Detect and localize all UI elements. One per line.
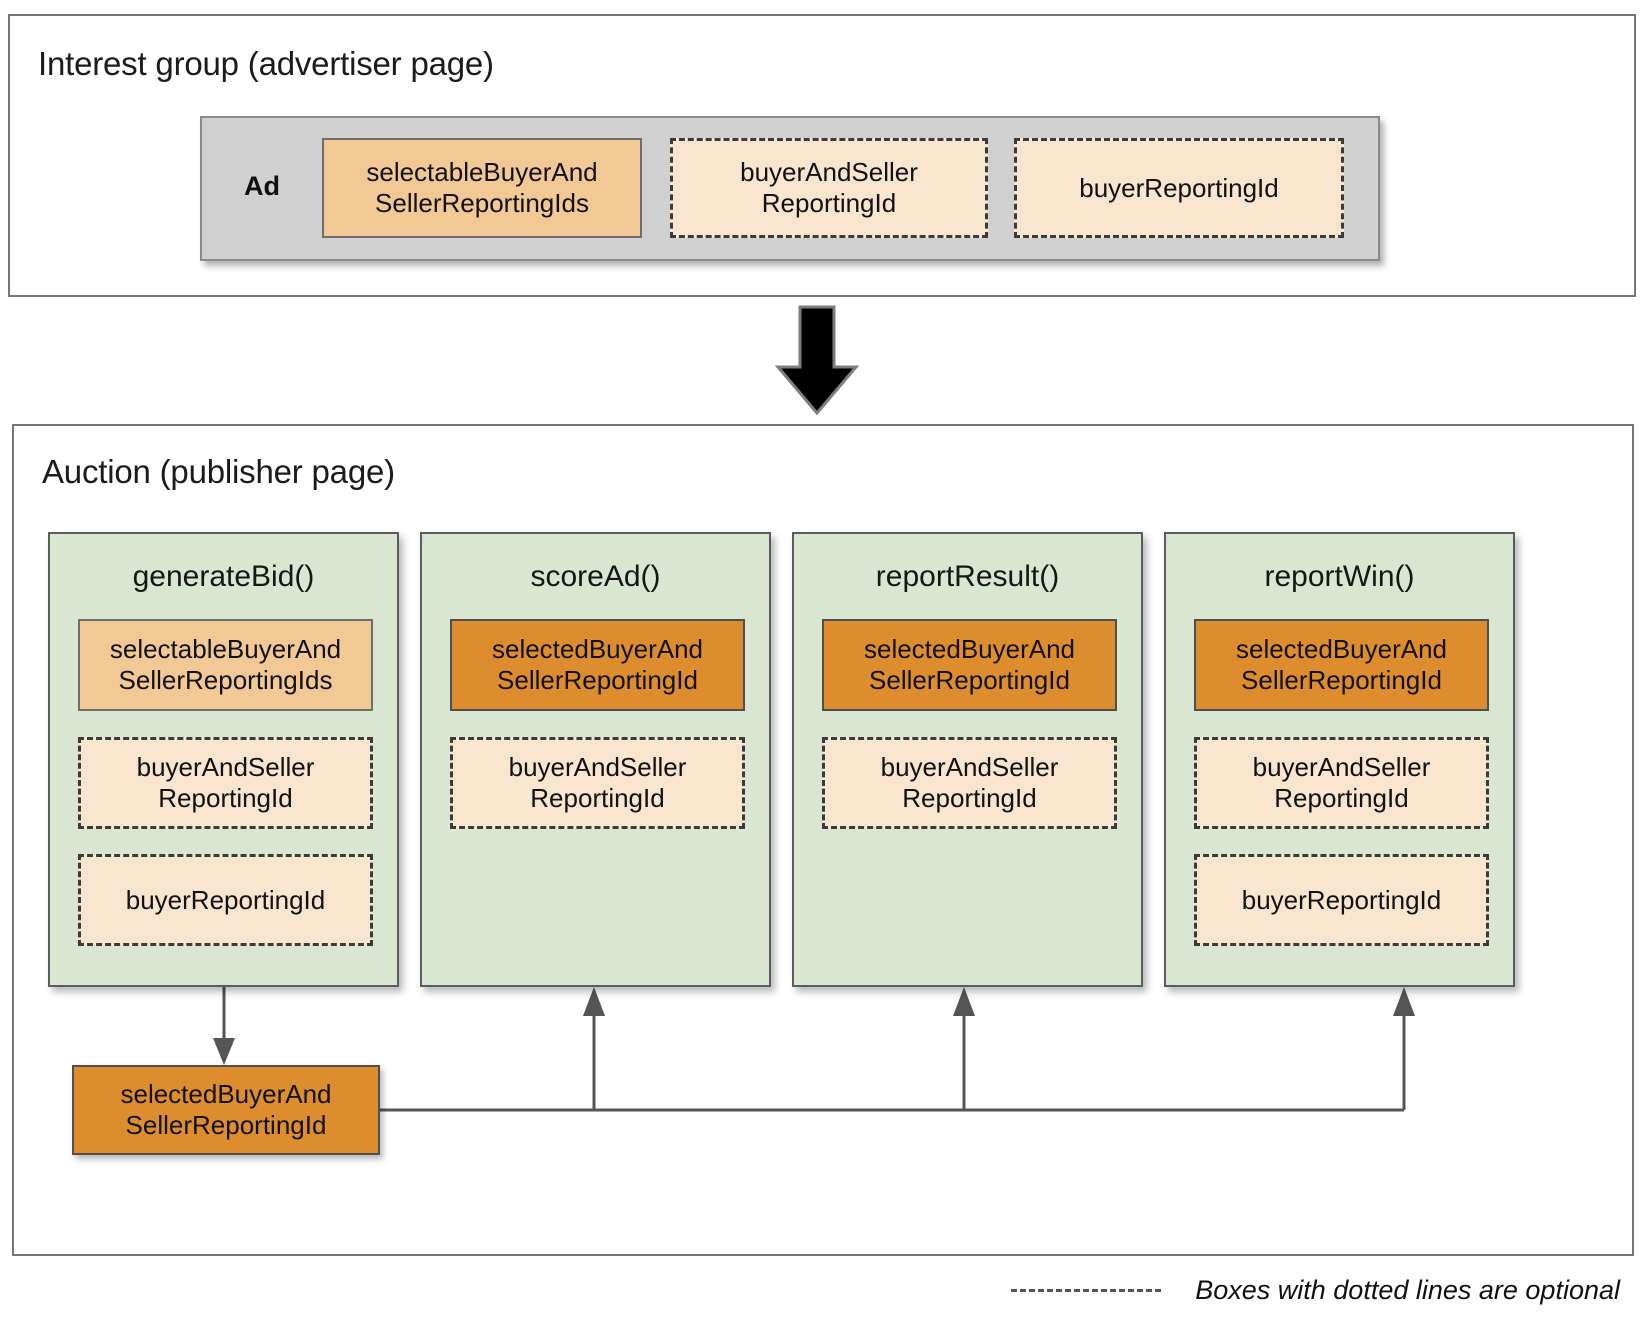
chip-selected-buyer-and-seller-reporting-id: selectedBuyerAnd SellerReportingId [1194,619,1489,711]
selected-buyer-and-seller-reporting-id-result-box: selectedBuyerAnd SellerReportingId [72,1065,380,1155]
chip-buyer-reporting-id: buyerReportingId [78,854,373,946]
ad-container: Ad selectableBuyerAnd SellerReportingIds… [200,116,1380,261]
function-column-reportresult: reportResult() selectedBuyerAnd SellerRe… [792,532,1143,987]
chip-buyer-reporting-id: buyerReportingId [1194,854,1489,946]
chip-buyer-and-seller-reporting-id: buyerAndSeller ReportingId [670,138,988,238]
dashed-line-sample-icon [1011,1288,1162,1292]
function-column-scoread: scoreAd() selectedBuyerAnd SellerReporti… [420,532,771,987]
function-column-reportwin: reportWin() selectedBuyerAnd SellerRepor… [1164,532,1515,987]
legend-text: Boxes with dotted lines are optional [1195,1274,1620,1305]
chip-selectable-buyer-and-seller-reporting-ids: selectableBuyerAnd SellerReportingIds [78,619,373,711]
chip-buyer-and-seller-reporting-id: buyerAndSeller ReportingId [78,737,373,829]
chip-buyer-and-seller-reporting-id: buyerAndSeller ReportingId [450,737,745,829]
chip-selected-buyer-and-seller-reporting-id: selectedBuyerAnd SellerReportingId [450,619,745,711]
ad-label: Ad [244,171,280,201]
chip-buyer-reporting-id: buyerReportingId [1014,138,1344,238]
interest-group-section: Interest group (advertiser page) Ad sele… [8,14,1636,297]
function-title-reportwin: reportWin() [1264,560,1415,593]
chip-buyer-and-seller-reporting-id: buyerAndSeller ReportingId [1194,737,1489,829]
function-title-generatebid: generateBid() [132,560,315,593]
down-arrow-icon [774,305,860,416]
interest-group-title: Interest group (advertiser page) [38,45,494,82]
auction-title: Auction (publisher page) [42,453,395,490]
chip-buyer-and-seller-reporting-id: buyerAndSeller ReportingId [822,737,1117,829]
legend: Boxes with dotted lines are optional [880,1268,1620,1312]
auction-section: Auction (publisher page) generateBid() s… [12,424,1634,1256]
function-title-scoread: scoreAd() [530,560,661,593]
chip-selected-buyer-and-seller-reporting-id: selectedBuyerAnd SellerReportingId [822,619,1117,711]
function-title-reportresult: reportResult() [875,560,1060,593]
chip-selectable-buyer-and-seller-reporting-ids: selectableBuyerAnd SellerReportingIds [322,138,642,238]
function-column-generatebid: generateBid() selectableBuyerAnd SellerR… [48,532,399,987]
